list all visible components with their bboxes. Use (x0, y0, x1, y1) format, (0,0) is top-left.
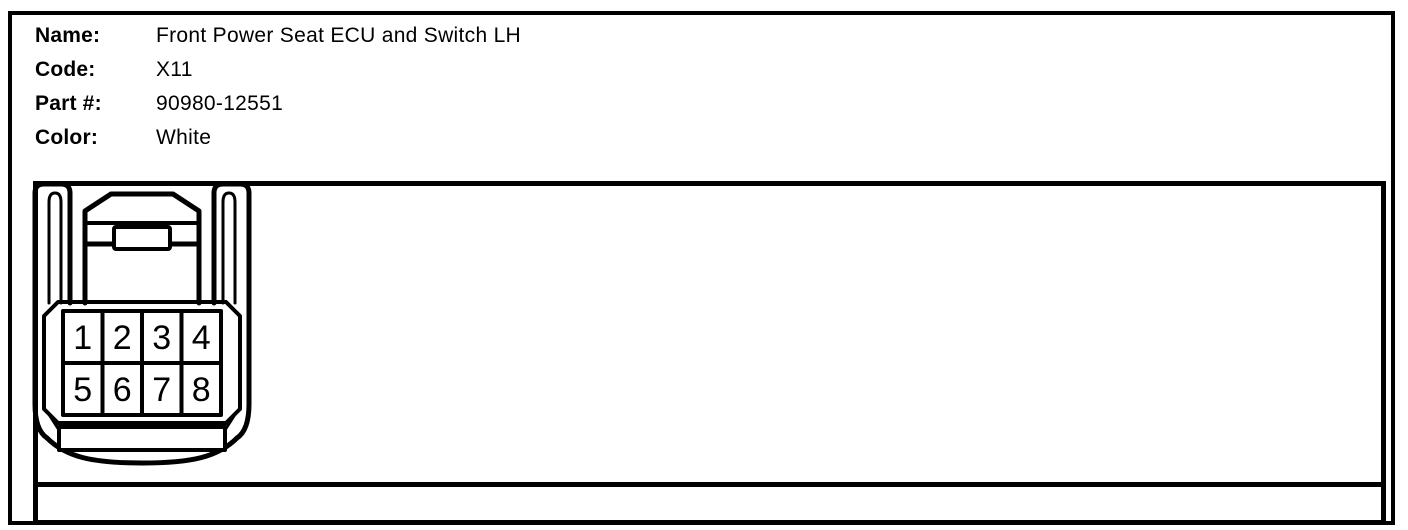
lock-bridge (82, 191, 202, 306)
field-row-code: Code: X11 (35, 53, 521, 87)
pin-3: 3 (152, 319, 171, 357)
pin-2: 2 (113, 319, 132, 357)
code-label: Code: (35, 58, 96, 81)
pin-6: 6 (113, 371, 132, 409)
connector-housing (32, 295, 252, 466)
color-label: Color: (35, 126, 99, 149)
code-value: X11 (156, 58, 193, 81)
pin-grid: 1 2 3 4 5 6 7 8 (61, 309, 223, 417)
pin-5: 5 (73, 371, 92, 409)
bottom-rib (48, 414, 236, 452)
field-row-color: Color: White (35, 121, 521, 155)
housing-outline (32, 295, 252, 466)
pin-8: 8 (192, 371, 211, 409)
connector-image-cell (38, 186, 1381, 487)
part-number-label: Part #: (35, 92, 102, 115)
field-row-part-number: Part #: 90980-12551 (35, 87, 521, 121)
color-value: White (156, 126, 212, 149)
connector-diagram: 1 2 3 4 5 6 7 8 (32, 181, 252, 466)
field-row-name: Name: Front Power Seat ECU and Switch LH (35, 19, 521, 53)
pin-4: 4 (192, 319, 211, 357)
connector-table (33, 181, 1386, 525)
pin-7: 7 (152, 371, 171, 409)
latch-arm-right (211, 181, 252, 306)
latch-arm-right-channel (221, 191, 237, 305)
part-number-value: 90980-12551 (156, 92, 284, 115)
lock-tab (112, 225, 172, 251)
latch-arm-left-channel (47, 191, 63, 305)
connector-face-outline (42, 300, 242, 425)
latch-arm-left (32, 181, 73, 306)
connector-info-header: Name: Front Power Seat ECU and Switch LH… (35, 19, 521, 155)
name-label: Name: (35, 24, 101, 47)
pin-1: 1 (73, 319, 92, 357)
name-value: Front Power Seat ECU and Switch LH (156, 24, 522, 47)
connector-table-empty-row (38, 487, 1381, 520)
